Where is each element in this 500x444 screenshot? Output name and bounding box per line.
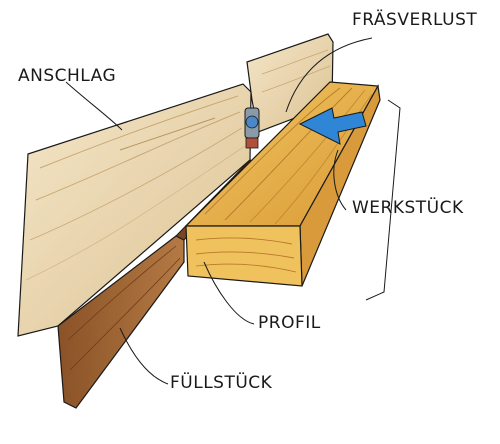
leader-lines	[65, 37, 401, 385]
fence-left-board	[17, 83, 252, 337]
label-profile: PROFIL	[258, 313, 321, 333]
leader-profile	[203, 261, 255, 325]
leader-cut-loss	[285, 37, 373, 113]
label-fence: ANSCHLAG	[18, 66, 117, 86]
arrow-left-icon	[298, 107, 367, 145]
router-bit-icon	[244, 107, 260, 149]
leader-workpiece	[333, 149, 347, 211]
leader-fence	[65, 81, 123, 131]
leader-workpiece-height	[365, 99, 401, 301]
label-workpiece: WERKSTÜCK	[352, 198, 464, 218]
label-cut-loss: FRÄSVERLUST	[352, 10, 478, 30]
label-filler: FÜLLSTÜCK	[170, 373, 273, 393]
leader-filler	[119, 327, 169, 385]
